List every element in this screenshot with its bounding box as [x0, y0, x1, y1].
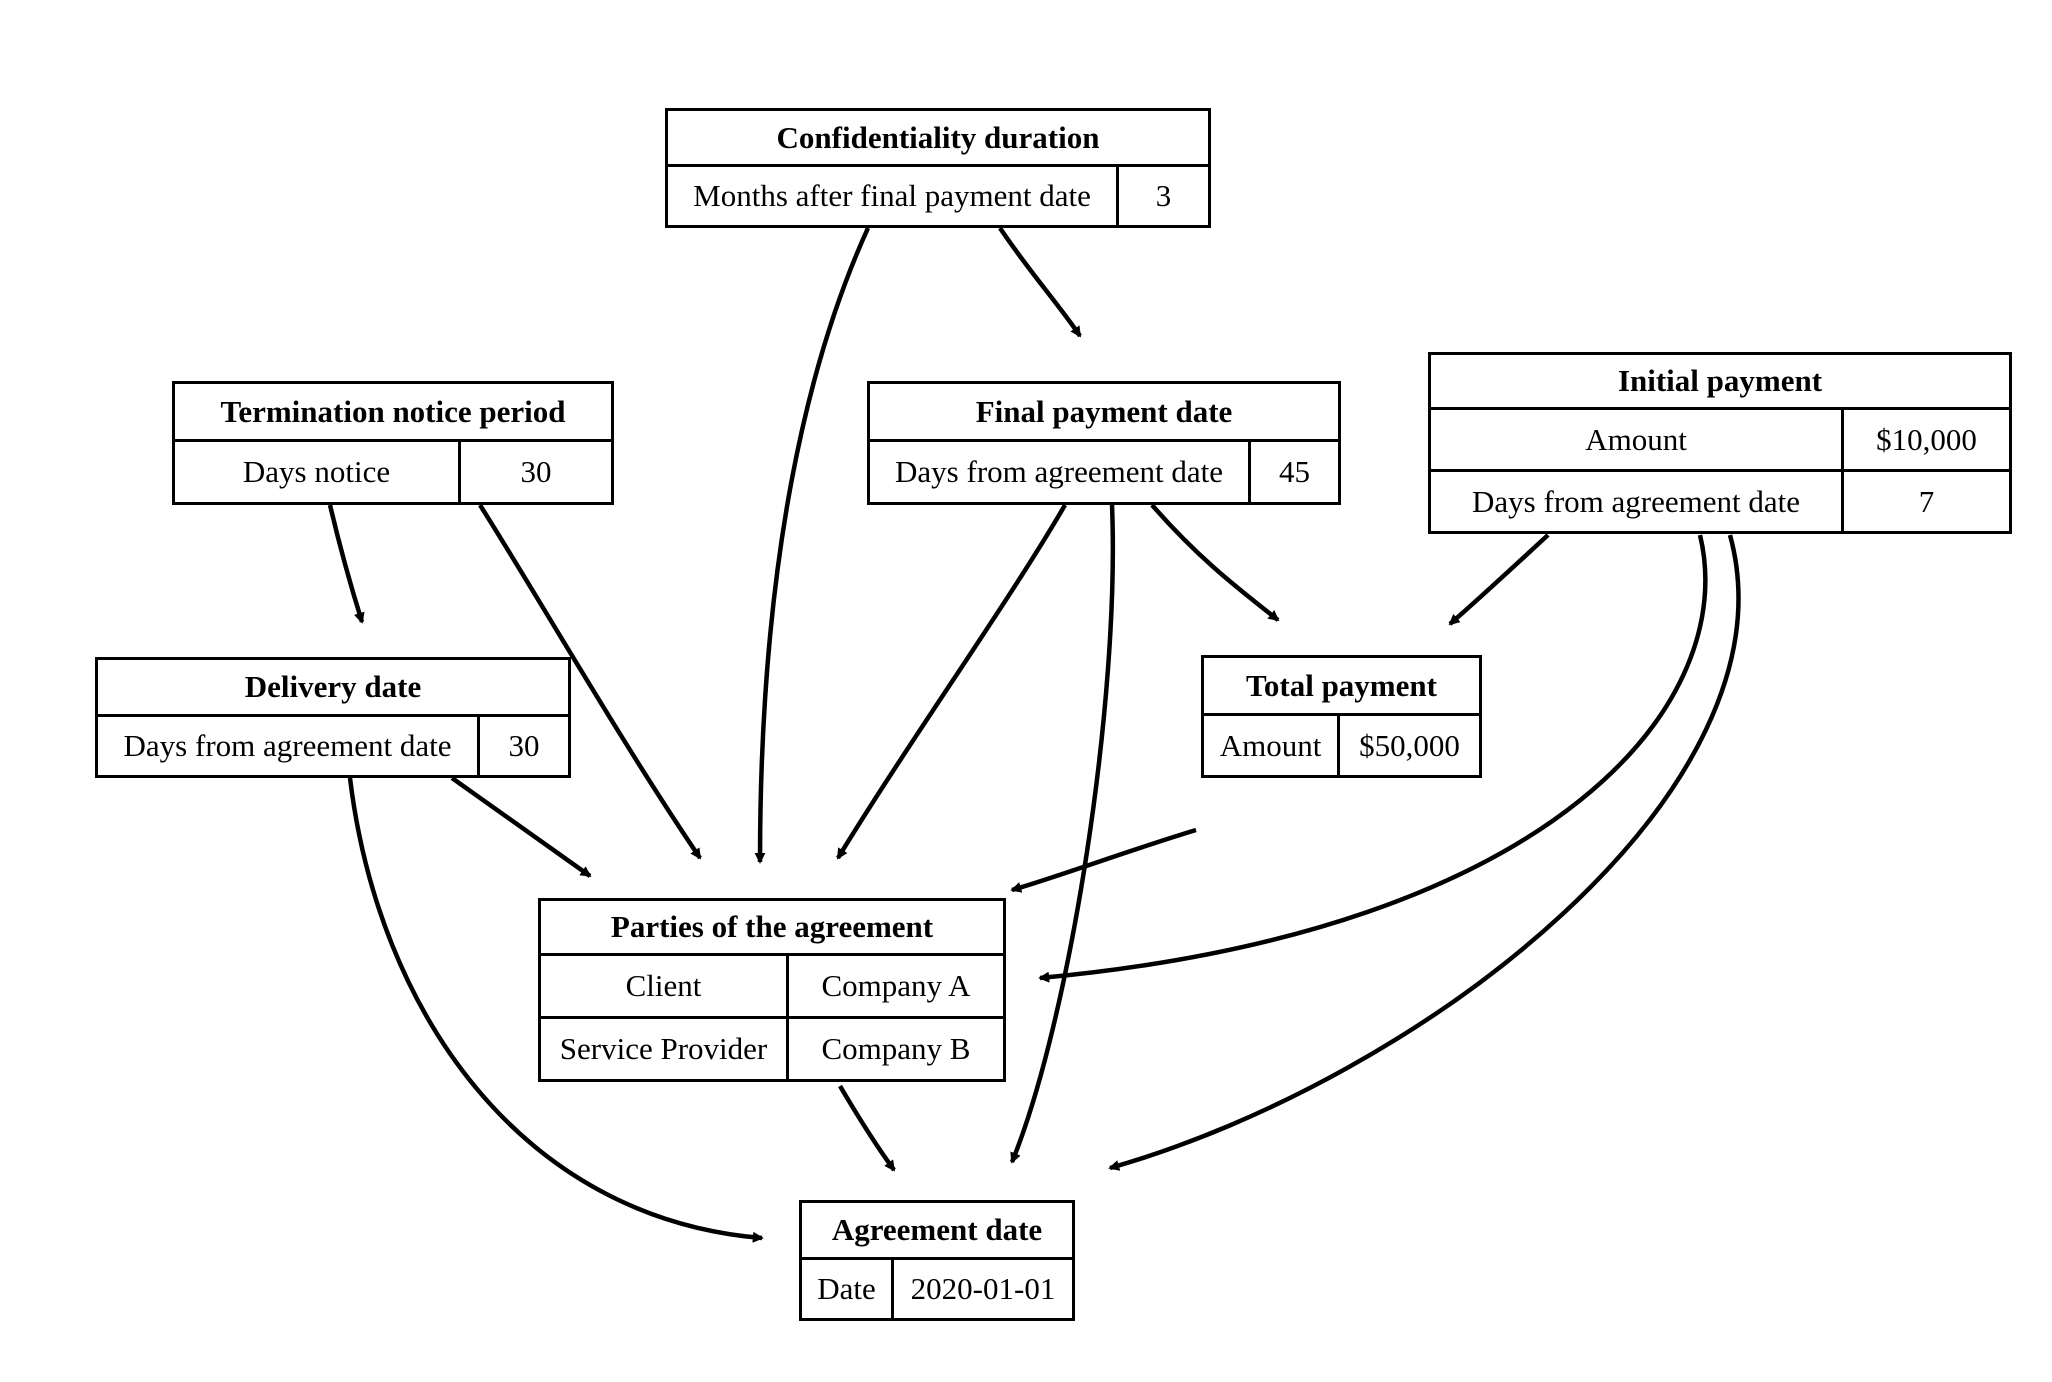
row-key: Service Provider	[541, 1019, 789, 1079]
node-rows-final-payment-date: Days from agreement date 45	[870, 439, 1338, 502]
row-value: Company A	[821, 968, 971, 1003]
node-delivery-date[interactable]: Delivery date Days from agreement date 3…	[95, 657, 571, 778]
edge-confidentiality-to-parties	[754, 227, 871, 864]
row-value: 3	[1155, 178, 1172, 213]
node-title-total-payment: Total payment	[1246, 667, 1437, 703]
edge-initial-payment-to-total-payment	[1448, 533, 1550, 626]
node-rows-total-payment: Amount $50,000	[1204, 713, 1479, 775]
row-value: 2020-01-01	[910, 1271, 1056, 1306]
table-row: Days from agreement date 30	[98, 717, 568, 775]
node-initial-payment[interactable]: Initial payment Amount $10,000 Days from…	[1428, 352, 2012, 534]
row-key: Amount	[1204, 716, 1340, 775]
node-agreement-date[interactable]: Agreement date Date 2020-01-01	[799, 1200, 1075, 1321]
node-confidentiality-duration[interactable]: Confidentiality duration Months after fi…	[665, 108, 1211, 228]
node-rows-termination-notice-period: Days notice 30	[175, 439, 611, 502]
row-key: Amount	[1431, 410, 1844, 469]
row-key: Days from agreement date	[1431, 472, 1844, 531]
edge-delivery-to-parties	[450, 776, 592, 878]
node-parties-of-the-agreement[interactable]: Parties of the agreement Client Company …	[538, 898, 1006, 1082]
node-title-initial-payment: Initial payment	[1617, 363, 1823, 398]
node-title-termination-notice-period: Termination notice period	[220, 393, 566, 429]
row-key: Days from agreement date	[98, 717, 480, 775]
node-title-delivery-date: Delivery date	[244, 669, 422, 704]
edge-final-payment-to-agreement-date	[1009, 504, 1116, 1164]
node-rows-confidentiality-duration: Months after final payment date 3	[668, 164, 1208, 225]
node-rows-parties-of-the-agreement: Client Company A Service Provider Compan…	[541, 953, 1003, 1079]
table-row: Service Provider Company B	[541, 1016, 1003, 1079]
row-value: 45	[1279, 454, 1310, 489]
row-key: Days from agreement date	[870, 442, 1251, 502]
table-row: Amount $10,000	[1431, 410, 2009, 469]
table-row: Client Company A	[541, 956, 1003, 1016]
row-key: Date	[802, 1260, 894, 1318]
row-value: 7	[1918, 483, 1935, 519]
table-row: Amount $50,000	[1204, 716, 1479, 775]
row-value: $10,000	[1876, 421, 1977, 457]
edge-parties-to-agreement-date	[838, 1084, 896, 1172]
row-key: Client	[541, 956, 789, 1016]
node-title-parties-of-the-agreement: Parties of the agreement	[610, 909, 934, 944]
node-rows-agreement-date: Date 2020-01-01	[802, 1257, 1072, 1318]
edge-initial-payment-to-agreement-date	[1108, 534, 1741, 1171]
edge-total-payment-to-parties	[1010, 827, 1197, 893]
edge-final-payment-to-total-payment	[1150, 503, 1280, 622]
node-title-confidentiality-duration: Confidentiality duration	[776, 119, 1100, 155]
row-value: 30	[520, 454, 552, 489]
row-value: Company B	[821, 1031, 971, 1066]
row-key: Months after final payment date	[668, 167, 1119, 225]
row-value: 30	[508, 728, 540, 763]
row-key: Days notice	[175, 442, 461, 502]
row-value: $50,000	[1359, 727, 1460, 763]
node-title-agreement-date: Agreement date	[831, 1212, 1043, 1247]
table-row: Days notice 30	[175, 442, 611, 502]
node-title-final-payment-date: Final payment date	[975, 393, 1233, 429]
edge-final-payment-to-parties	[836, 503, 1067, 860]
table-row: Days from agreement date 45	[870, 442, 1338, 502]
table-row: Months after final payment date 3	[668, 167, 1208, 225]
node-termination-notice-period[interactable]: Termination notice period Days notice 30	[172, 381, 614, 505]
table-row: Date 2020-01-01	[802, 1260, 1072, 1318]
node-final-payment-date[interactable]: Final payment date Days from agreement d…	[867, 381, 1341, 505]
table-row: Days from agreement date 7	[1431, 469, 2009, 531]
edge-termination-to-delivery	[327, 504, 365, 624]
node-total-payment[interactable]: Total payment Amount $50,000	[1201, 655, 1482, 778]
node-rows-initial-payment: Amount $10,000 Days from agreement date …	[1431, 407, 2009, 531]
edge-confidentiality-to-final-payment	[998, 226, 1082, 338]
node-rows-delivery-date: Days from agreement date 30	[98, 714, 568, 775]
